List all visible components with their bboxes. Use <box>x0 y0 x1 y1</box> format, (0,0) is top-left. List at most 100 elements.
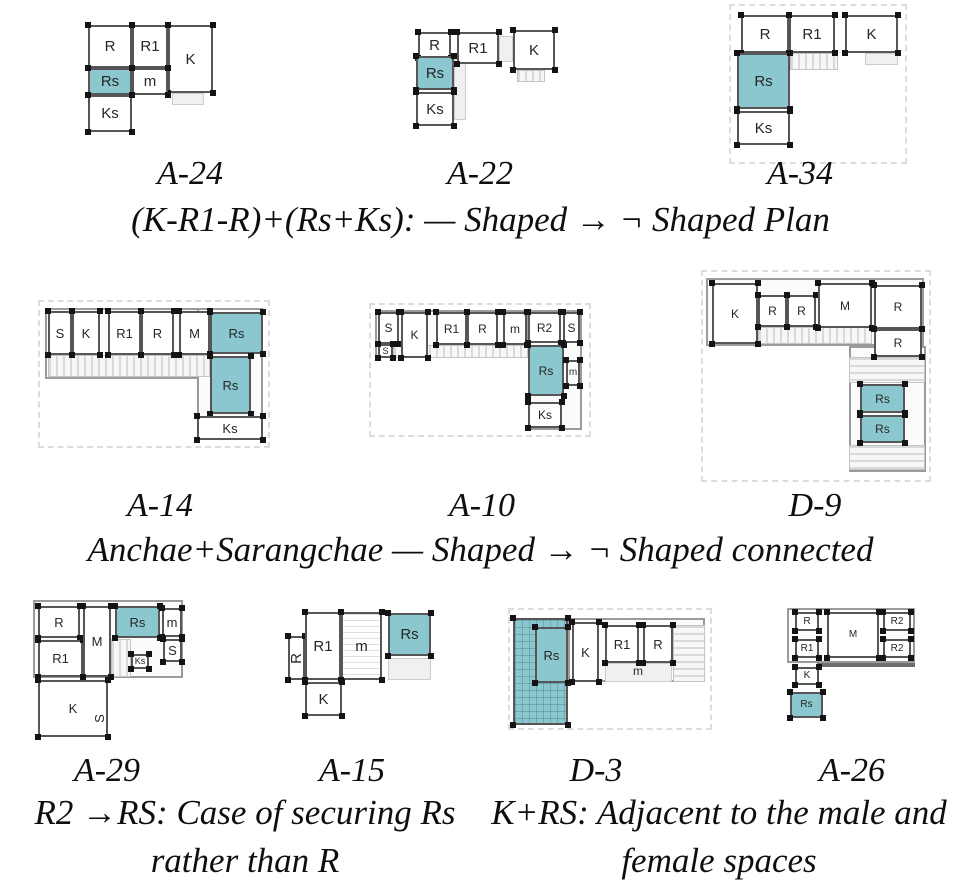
room-label: R <box>478 321 487 336</box>
room-m: m <box>132 68 168 95</box>
plan-name-A-10: A-10 <box>448 487 516 524</box>
wall-post <box>784 292 790 298</box>
wall-post <box>577 340 583 346</box>
room-M: M <box>83 606 111 677</box>
room-R: R <box>874 329 922 357</box>
plan-name-A-24: A-24 <box>156 155 224 192</box>
wall-post <box>396 341 402 347</box>
wall-post <box>128 666 134 672</box>
wall-post <box>876 655 882 661</box>
wall-post <box>35 637 41 643</box>
wall-post <box>105 677 111 683</box>
wall-post <box>787 50 793 56</box>
room-K: K <box>845 15 898 53</box>
wall-post <box>880 628 886 634</box>
wall-post <box>734 50 740 56</box>
wall-post <box>129 22 135 28</box>
room-label: R1 <box>116 325 133 341</box>
wall-post <box>813 292 819 298</box>
wall-post <box>919 282 925 288</box>
room-R2: R2 <box>883 639 911 658</box>
room-M: M <box>818 283 872 328</box>
wall-post <box>902 381 908 387</box>
wall-post <box>210 22 216 28</box>
wall-post <box>451 89 457 95</box>
room-label: R1 <box>468 39 488 57</box>
room-R1: R1 <box>436 312 467 345</box>
wall-post <box>179 605 185 611</box>
wall-post <box>871 354 877 360</box>
room-R1: R1 <box>305 612 341 680</box>
room-R1: R1 <box>132 25 168 68</box>
wall-post <box>525 425 531 431</box>
room-label: Rs <box>875 391 890 406</box>
room-label: R2 <box>890 642 904 654</box>
wall-post <box>792 628 798 634</box>
wall-post <box>451 53 457 59</box>
wall-post <box>602 622 608 628</box>
plan-name-A-15: A-15 <box>318 752 386 789</box>
wall-post <box>559 399 565 405</box>
wall-post <box>160 659 166 665</box>
wall-post <box>97 352 103 358</box>
wall-post <box>69 352 75 358</box>
wall-post <box>709 280 715 286</box>
site-outline <box>508 608 712 730</box>
wall-post <box>895 12 901 18</box>
room-label: Rs <box>129 614 146 630</box>
wall-post <box>792 655 798 661</box>
room-label: Rs <box>228 325 245 341</box>
wall-post <box>871 326 877 332</box>
room-label: R2 <box>890 615 904 627</box>
wall-post <box>895 50 901 56</box>
room-K: K <box>401 312 428 358</box>
room-label: R <box>288 652 305 664</box>
wall-post <box>792 682 798 688</box>
wall-post <box>842 12 848 18</box>
room-label: Rs <box>400 626 419 643</box>
room-K: K <box>72 311 100 355</box>
wall-post <box>210 90 216 96</box>
wall-post <box>787 715 793 721</box>
wall-post <box>302 679 308 685</box>
wall-post <box>45 308 51 314</box>
room-label: Rs <box>800 699 813 710</box>
room-Ks: Ks <box>416 92 454 126</box>
wall-post <box>285 633 291 639</box>
wall-post <box>207 309 213 315</box>
room-label: R1 <box>140 38 160 55</box>
wall-post <box>510 27 516 33</box>
room-R1: R1 <box>795 639 819 658</box>
room-label: M <box>840 298 850 313</box>
wall-post <box>194 437 200 443</box>
room-K: K <box>168 25 213 93</box>
room-label: m <box>633 664 643 678</box>
wall-post <box>248 353 254 359</box>
wall-post <box>433 342 439 348</box>
room-Rs: Rs <box>416 56 454 90</box>
wall-post <box>260 413 266 419</box>
wall-post <box>176 308 182 314</box>
room-label: Rs <box>538 363 554 378</box>
wall-post <box>385 610 391 616</box>
room-label: S <box>91 714 107 723</box>
veranda <box>849 445 925 470</box>
wall-post <box>425 355 431 361</box>
room-R: R <box>643 625 673 663</box>
wall-post <box>496 29 502 35</box>
wall-post <box>500 342 506 348</box>
room-label: R <box>653 636 663 652</box>
site-outline <box>729 4 907 164</box>
wall-post <box>787 689 793 695</box>
wall-post <box>80 603 86 609</box>
wall-post <box>792 609 798 615</box>
room-label: R <box>152 325 163 341</box>
wall-post <box>755 280 761 286</box>
wall-post <box>112 603 118 609</box>
porch <box>499 36 513 62</box>
wall-post <box>385 653 391 659</box>
wall-post <box>816 664 822 670</box>
wall-post <box>285 677 291 683</box>
wall-post <box>525 309 531 315</box>
